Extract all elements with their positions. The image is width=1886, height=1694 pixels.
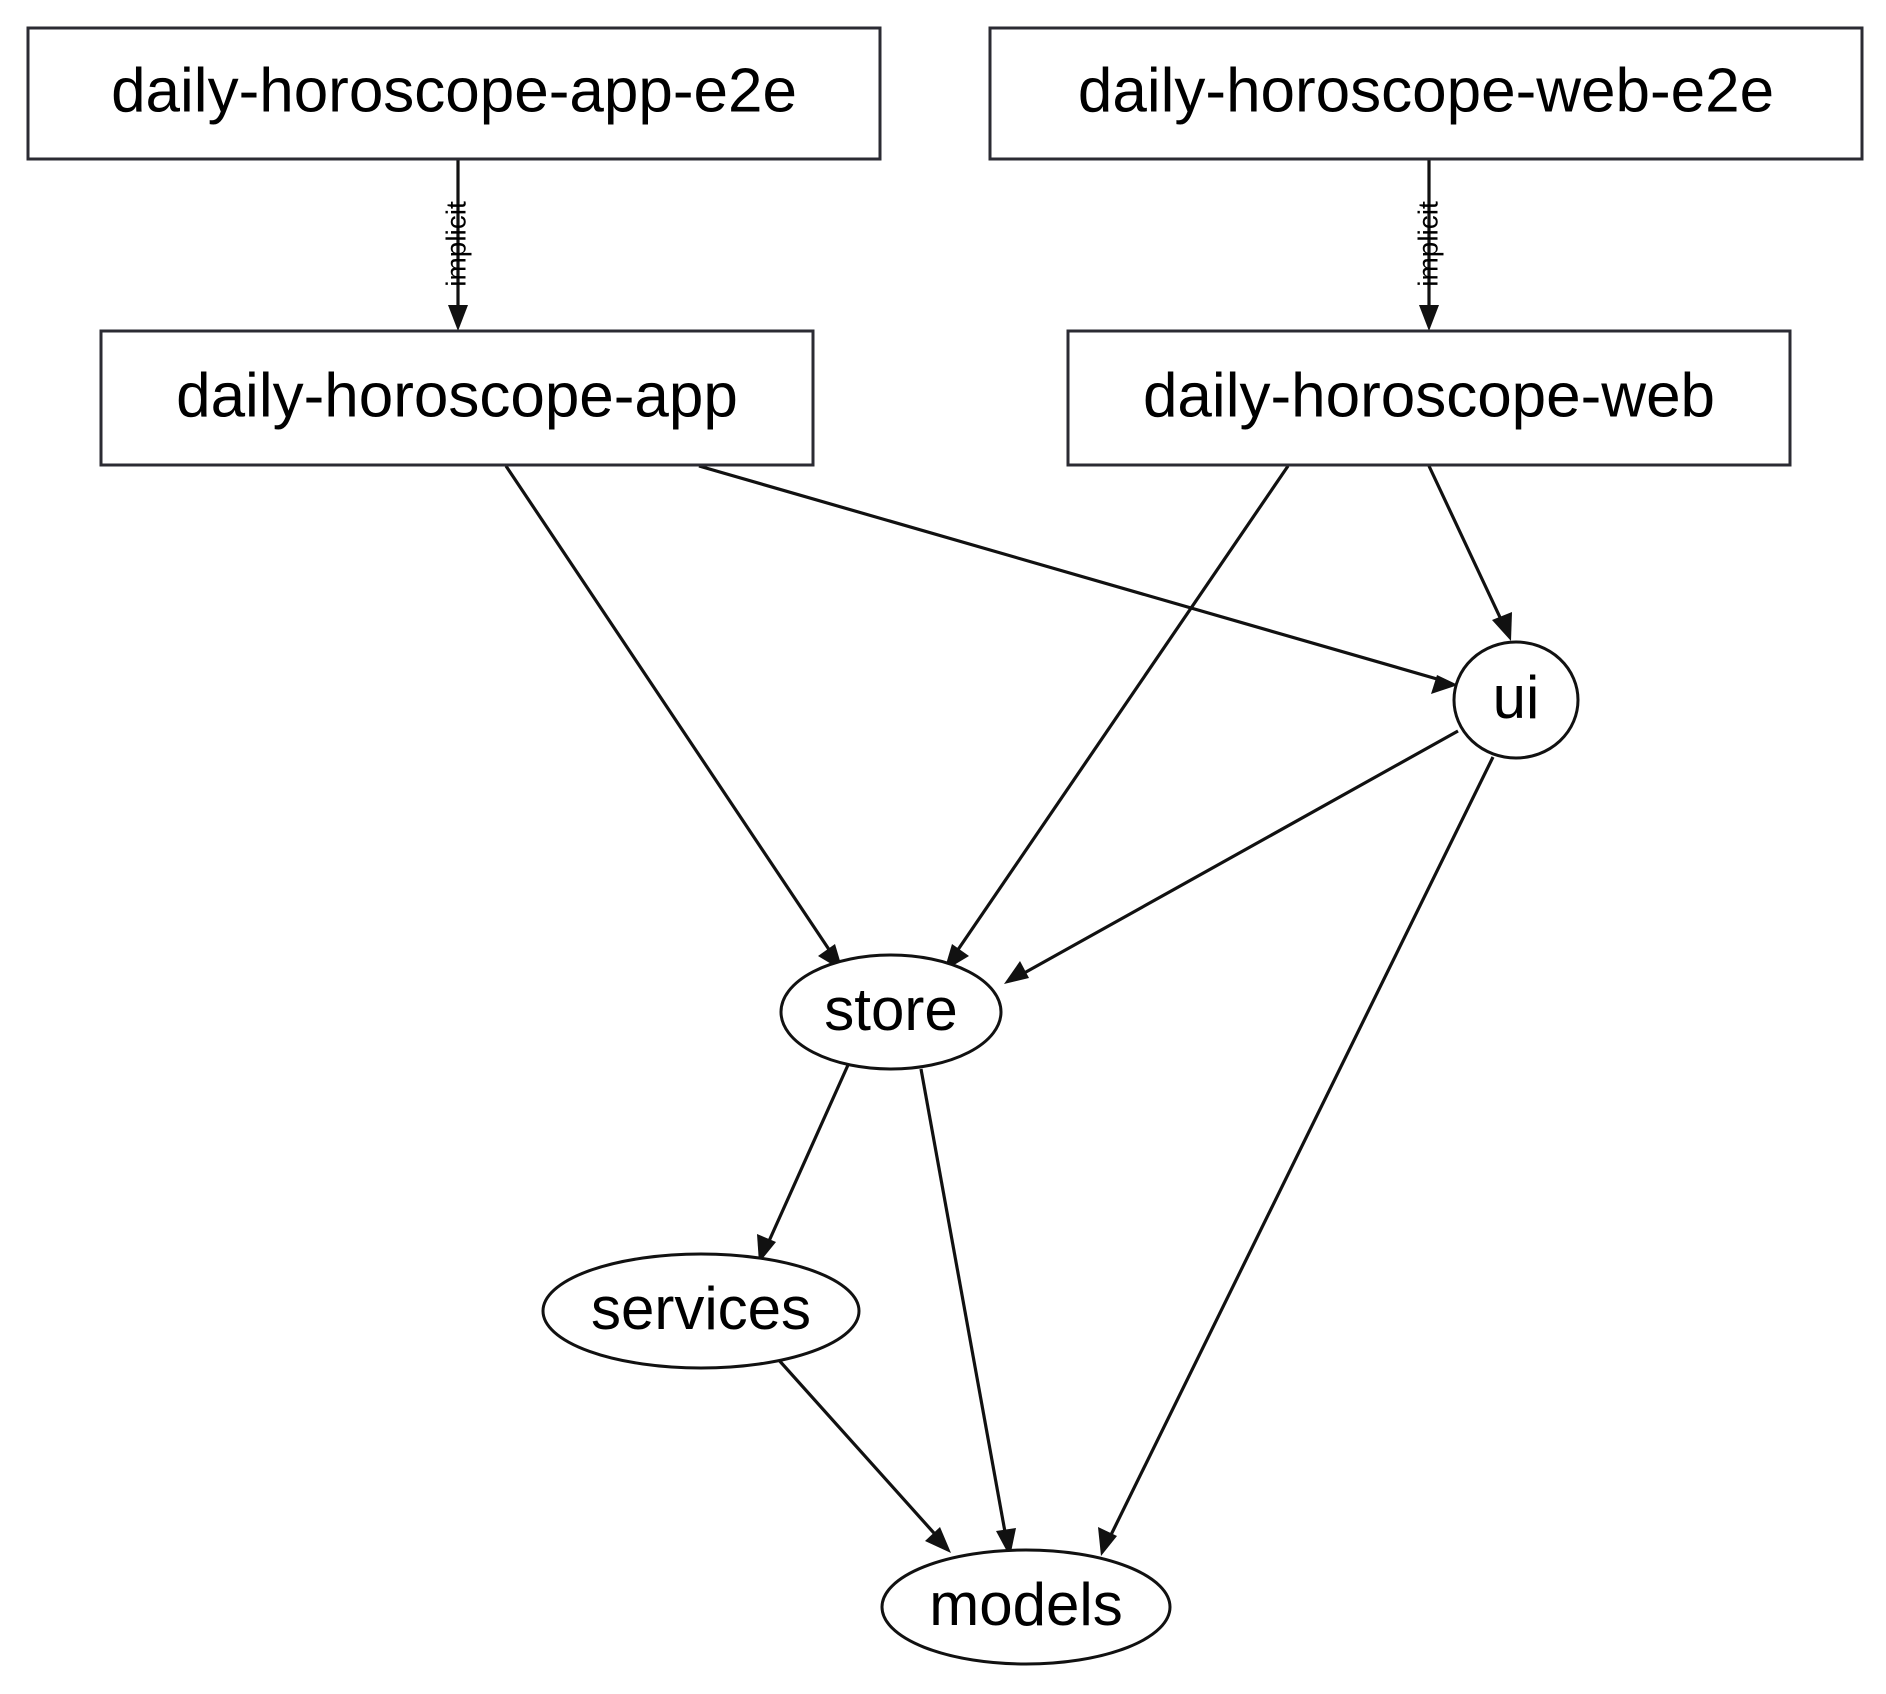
arrowhead-icon <box>1492 612 1512 641</box>
arrowhead-icon <box>1098 1527 1117 1556</box>
edge-line <box>951 465 1290 958</box>
graph-node-models[interactable]: models <box>880 1548 1172 1666</box>
node-ellipse <box>779 953 1003 1071</box>
edge-line <box>1427 465 1507 629</box>
graph-edge-daily-horoscope-web-to-store[interactable] <box>944 465 1290 971</box>
edge-line <box>698 464 1445 683</box>
graph-edge-store-to-models[interactable] <box>919 1068 1016 1557</box>
edge-line <box>763 1064 850 1251</box>
edges-layer <box>448 159 1512 1557</box>
arrowhead-icon <box>925 1527 951 1553</box>
graph-edge-ui-to-models[interactable] <box>1098 756 1495 1556</box>
graph-edge-daily-horoscope-web-e2e-to-daily-horoscope-web[interactable] <box>1419 159 1439 331</box>
node-ellipse <box>1452 640 1580 760</box>
edge-line <box>504 465 836 958</box>
edge-line <box>1105 756 1495 1544</box>
node-label-models: models <box>929 1571 1122 1638</box>
node-ellipse <box>880 1548 1172 1666</box>
node-rect <box>99 329 815 467</box>
graph-node-daily-horoscope-web-e2e[interactable]: daily-horoscope-web-e2e <box>988 26 1864 161</box>
arrowhead-icon <box>1419 305 1439 331</box>
graph-edge-store-to-services[interactable] <box>757 1064 850 1263</box>
graph-node-daily-horoscope-app-e2e[interactable]: daily-horoscope-app-e2e <box>26 26 882 161</box>
graph-node-services[interactable]: services <box>541 1252 861 1370</box>
graph-edge-daily-horoscope-web-to-ui[interactable] <box>1427 465 1512 641</box>
graph-edge-services-to-models[interactable] <box>775 1356 951 1553</box>
edge-labels-layer: implicit implicit <box>440 201 1443 287</box>
node-label-daily-horoscope-web: daily-horoscope-web <box>1143 361 1715 430</box>
node-label-daily-horoscope-web-e2e: daily-horoscope-web-e2e <box>1078 56 1774 125</box>
arrowhead-icon <box>757 1234 776 1263</box>
node-label-services: services <box>591 1275 811 1342</box>
graph-node-daily-horoscope-app[interactable]: daily-horoscope-app <box>99 329 815 467</box>
edge-label-implicit: implicit <box>1412 201 1443 287</box>
graph-edge-daily-horoscope-app-e2e-to-daily-horoscope-app[interactable] <box>448 159 468 331</box>
node-label-store: store <box>824 976 957 1043</box>
edge-line <box>775 1356 944 1544</box>
edge-line <box>919 1068 1009 1544</box>
graph-node-ui[interactable]: ui <box>1452 640 1580 760</box>
graph-edge-ui-to-store[interactable] <box>1004 729 1459 984</box>
node-rect <box>26 26 882 161</box>
arrowhead-icon <box>1431 675 1458 694</box>
edge-line <box>1016 729 1459 979</box>
edge-label-implicit: implicit <box>440 201 471 287</box>
node-label-ui: ui <box>1493 664 1540 731</box>
graph-node-store[interactable]: store <box>779 953 1003 1071</box>
arrowhead-icon <box>1004 961 1029 984</box>
graph-edge-daily-horoscope-app-to-ui[interactable] <box>698 464 1458 694</box>
node-rect <box>1066 329 1792 467</box>
nodes-layer: daily-horoscope-app-e2e daily-horoscope-w… <box>26 26 1864 1666</box>
arrowhead-icon <box>448 305 468 331</box>
graph-node-daily-horoscope-web[interactable]: daily-horoscope-web <box>1066 329 1792 467</box>
node-label-daily-horoscope-app: daily-horoscope-app <box>176 361 738 430</box>
graph-edge-daily-horoscope-app-to-store[interactable] <box>504 465 843 971</box>
node-rect <box>988 26 1864 161</box>
node-label-daily-horoscope-app-e2e: daily-horoscope-app-e2e <box>111 56 797 125</box>
node-ellipse <box>541 1252 861 1370</box>
